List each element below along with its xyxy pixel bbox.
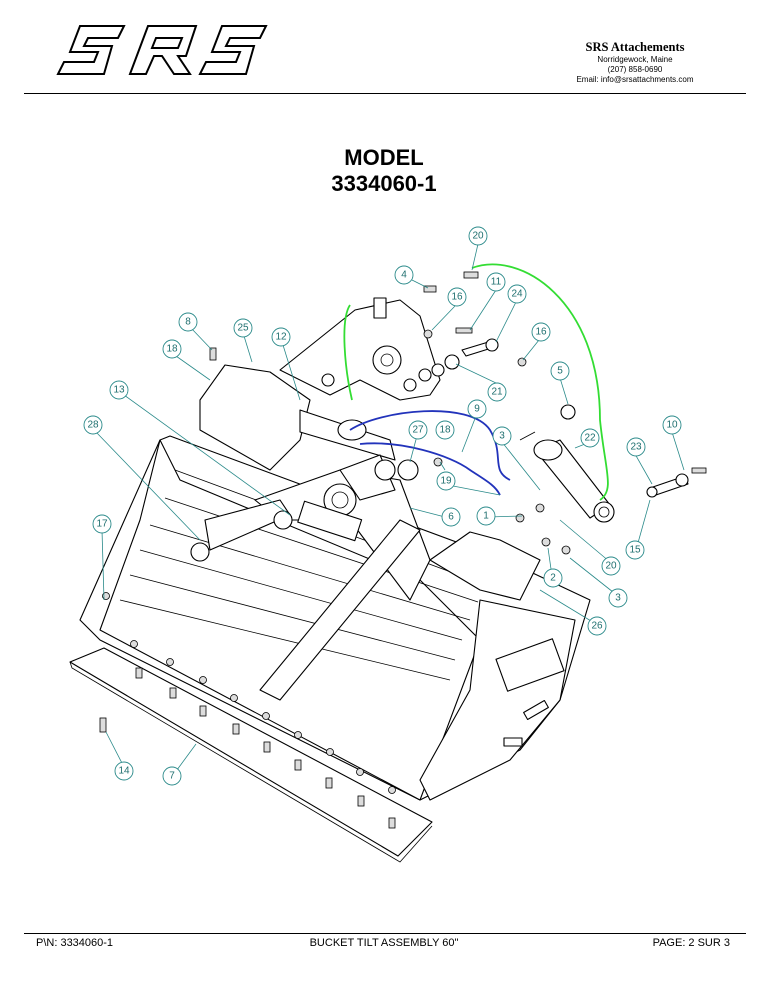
company-phone: (207) 858-0690 (607, 65, 663, 74)
callout-24: 24 (507, 284, 527, 304)
callout-2: 2 (543, 568, 563, 588)
part-callouts: 20 4 16 11 24 8 25 12 16 18 21 5 13 9 10… (83, 226, 682, 786)
callout-3b: 3 (608, 588, 628, 608)
svg-text:23: 23 (630, 442, 642, 453)
footer-part-number: P\N: 3334060-1 (36, 937, 114, 949)
callout-25: 25 (233, 318, 253, 338)
svg-text:22: 22 (584, 433, 596, 444)
svg-text:3: 3 (615, 593, 621, 604)
callout-10: 10 (662, 415, 682, 435)
callout-19: 19 (436, 471, 456, 491)
svg-text:26: 26 (591, 621, 603, 632)
company-name: SRS Attachements (585, 40, 685, 54)
callout-15: 15 (625, 540, 645, 560)
company-info: SRS Attachements Norridgewock, Maine (20… (540, 40, 730, 85)
svg-text:18: 18 (166, 344, 178, 355)
callout-1: 1 (476, 506, 496, 526)
hose-blue-2 (359, 442, 501, 496)
svg-text:24: 24 (511, 289, 523, 300)
model-title: MODEL 3334060-1 (0, 145, 768, 197)
callout-14: 14 (114, 761, 134, 781)
callout-5: 5 (550, 361, 570, 381)
callout-6: 6 (441, 507, 461, 527)
svg-text:20: 20 (472, 231, 484, 242)
pins-and-fasteners (99, 271, 707, 733)
footer-description: BUCKET TILT ASSEMBLY 60" (309, 937, 459, 949)
hose-green-2 (343, 304, 353, 401)
svg-text:27: 27 (412, 425, 424, 436)
svg-text:6: 6 (448, 512, 454, 523)
callout-23: 23 (626, 437, 646, 457)
callout-11: 11 (486, 272, 506, 292)
footer-page: PAGE: 2 SUR 3 (652, 937, 730, 949)
callout-18b: 18 (435, 420, 455, 440)
callout-8: 8 (178, 312, 198, 332)
svg-text:7: 7 (169, 771, 175, 782)
callout-28: 28 (83, 415, 103, 435)
svg-text:2: 2 (550, 573, 556, 584)
callout-12: 12 (271, 327, 291, 347)
hose-green (471, 263, 609, 501)
cutting-edge-bolts (135, 667, 396, 829)
svg-text:4: 4 (401, 270, 407, 281)
callout-27: 27 (408, 420, 428, 440)
callout-17: 17 (92, 514, 112, 534)
callout-26: 26 (587, 616, 607, 636)
svg-text:9: 9 (474, 404, 480, 415)
svg-text:13: 13 (113, 385, 125, 396)
svg-text:12: 12 (275, 332, 287, 343)
callout-7: 7 (162, 766, 182, 786)
hydraulic-cylinder (519, 431, 615, 523)
svg-text:18: 18 (439, 425, 451, 436)
cutting-edge (69, 647, 433, 863)
hose-blue (349, 410, 511, 481)
svg-text:8: 8 (185, 317, 191, 328)
callout-18: 18 (162, 339, 182, 359)
tilt-carrier (190, 364, 541, 701)
srs-logo (56, 25, 268, 75)
svg-text:20: 20 (605, 561, 617, 572)
callout-9: 9 (467, 399, 487, 419)
callout-21: 21 (487, 382, 507, 402)
svg-text:1: 1 (483, 511, 489, 522)
svg-text:17: 17 (96, 519, 108, 530)
mount-plate (279, 297, 445, 401)
header-divider (24, 93, 746, 94)
svg-text:28: 28 (87, 420, 99, 431)
model-label: MODEL (344, 145, 424, 170)
svg-text:14: 14 (118, 766, 130, 777)
company-email: Email: info@srsattachments.com (576, 75, 694, 84)
callout-4: 4 (394, 265, 414, 285)
model-number: 3334060-1 (331, 171, 437, 196)
svg-text:3: 3 (499, 431, 505, 442)
pivot-tube (299, 409, 419, 501)
svg-text:21: 21 (491, 387, 503, 398)
svg-text:5: 5 (557, 366, 563, 377)
svg-text:16: 16 (451, 292, 463, 303)
company-city: Norridgewock, Maine (597, 55, 673, 64)
svg-text:16: 16 (535, 327, 547, 338)
svg-text:15: 15 (629, 545, 641, 556)
callout-13: 13 (109, 380, 129, 400)
svg-text:25: 25 (237, 323, 249, 334)
callout-22: 22 (580, 428, 600, 448)
callout-16: 16 (447, 287, 467, 307)
callout-16b: 16 (531, 322, 551, 342)
footer-divider (24, 933, 746, 934)
callout-20b: 20 (601, 556, 621, 576)
callout-3: 3 (492, 426, 512, 446)
svg-text:10: 10 (666, 420, 678, 431)
svg-text:11: 11 (491, 277, 502, 288)
callout-20: 20 (468, 226, 488, 246)
leader-lines (95, 243, 685, 775)
svg-text:19: 19 (440, 476, 452, 487)
